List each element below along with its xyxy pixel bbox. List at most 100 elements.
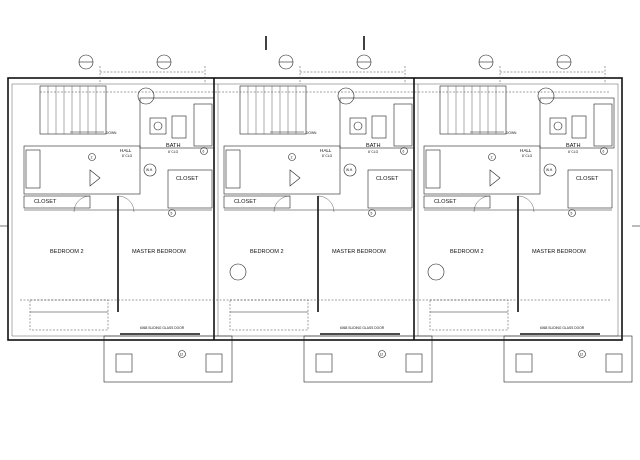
bath-ceiling: 8' CLG xyxy=(168,150,179,154)
exhaust-fan-icon xyxy=(537,87,555,105)
tub-icon xyxy=(193,103,213,147)
bath-tag-icon xyxy=(400,147,408,155)
bath-room xyxy=(539,97,615,149)
stair xyxy=(239,85,307,135)
linen-cabinet xyxy=(25,149,41,189)
bedroom2-label: BEDROOM 2 xyxy=(250,249,284,255)
master-door-swing xyxy=(517,195,535,213)
toilet-bowl-icon xyxy=(553,121,563,131)
sink-icon xyxy=(371,115,387,139)
water-heater-icon xyxy=(143,163,157,177)
closet-bedroom2 xyxy=(223,195,291,209)
linen-cabinet xyxy=(225,149,241,189)
hall-tag-icon xyxy=(288,153,296,161)
stair-treads xyxy=(47,86,97,134)
closet-b-label: CLOSET xyxy=(576,176,599,182)
deck-tag: 12 xyxy=(380,353,384,357)
hall-label: HALL xyxy=(520,148,532,153)
bath-ceiling: 8' CLG xyxy=(368,150,379,154)
smoke-detector-icon xyxy=(89,169,101,187)
smoke-detector-icon xyxy=(289,169,301,187)
deck-post-left xyxy=(115,353,133,373)
stair-down-label: DOWN xyxy=(106,131,117,135)
hall-area xyxy=(423,145,541,195)
unit-1: DOWN BATH 8' CLG 6 HALL 8' CLG 2 W.H. CL… xyxy=(23,54,233,383)
hall-label: HALL xyxy=(320,148,332,153)
closet-b-label: CLOSET xyxy=(376,176,399,182)
stair xyxy=(39,85,107,135)
closet-master xyxy=(367,169,413,209)
water-heater-icon xyxy=(543,163,557,177)
deck-post-left xyxy=(315,353,333,373)
master-label: MASTER BEDROOM xyxy=(532,249,586,255)
closet-bedroom2 xyxy=(423,195,491,209)
toilet-bowl-icon xyxy=(353,121,363,131)
hall-ceiling: 8' CLG xyxy=(322,154,333,158)
master-label: MASTER BEDROOM xyxy=(132,249,186,255)
ceiling-fan-icon xyxy=(229,263,247,281)
bath-tag-icon xyxy=(200,147,208,155)
bedroom2-door-swing xyxy=(473,195,491,213)
bedroom2-door-swing xyxy=(273,195,291,213)
sliding-door-note: 6068 SLIDING GLASS DOOR xyxy=(540,326,585,330)
hall-tag: 2 xyxy=(91,156,93,160)
closet-master xyxy=(167,169,213,209)
bath-tag: 6 xyxy=(603,150,605,154)
toilet-icon xyxy=(149,117,167,135)
hall-area xyxy=(23,145,141,195)
closet-b-label: CLOSET xyxy=(176,176,199,182)
stair-treads xyxy=(247,86,297,134)
toilet-bowl-icon xyxy=(153,121,163,131)
closet-master xyxy=(567,169,613,209)
sliding-door-note: 6068 SLIDING GLASS DOOR xyxy=(140,326,185,330)
water-heater-tag: W.H. xyxy=(546,168,553,172)
closet-a-label: CLOSET xyxy=(234,199,257,205)
deck-post-right xyxy=(605,353,623,373)
hall-tag-icon xyxy=(488,153,496,161)
bath-label: BATH xyxy=(566,143,581,149)
unit-3: DOWN BATH 8' CLG 6 HALL 8' CLG 2 W.H. CL… xyxy=(423,54,633,383)
hall-tag: 2 xyxy=(291,156,293,160)
master-door-swing xyxy=(117,195,135,213)
hall-tag: 2 xyxy=(491,156,493,160)
water-heater-tag: W.H. xyxy=(346,168,353,172)
deck-tag-icon xyxy=(578,350,586,358)
deck-tag-icon xyxy=(378,350,386,358)
bath-label: BATH xyxy=(366,143,381,149)
stair-treads xyxy=(447,86,497,134)
building-outline xyxy=(7,77,623,341)
closet-a-label: CLOSET xyxy=(434,199,457,205)
closet-tag: 5 xyxy=(571,212,573,216)
deck xyxy=(103,335,233,383)
sink-icon xyxy=(571,115,587,139)
hall-label: HALL xyxy=(120,148,132,153)
deck-post-right xyxy=(205,353,223,373)
deck-post-right xyxy=(405,353,423,373)
toilet-icon xyxy=(349,117,367,135)
stair xyxy=(439,85,507,135)
closet-tag: 5 xyxy=(171,212,173,216)
master-label: MASTER BEDROOM xyxy=(332,249,386,255)
water-heater-icon xyxy=(343,163,357,177)
bath-tag: 6 xyxy=(403,150,405,154)
smoke-detector-icon xyxy=(489,169,501,187)
deck xyxy=(503,335,633,383)
closet-a-label: CLOSET xyxy=(34,199,57,205)
stair-down-label: DOWN xyxy=(306,131,317,135)
bedroom2-label: BEDROOM 2 xyxy=(50,249,84,255)
water-heater-tag: W.H. xyxy=(146,168,153,172)
closet-tag: 5 xyxy=(371,212,373,216)
tub-icon xyxy=(393,103,413,147)
closet-tag-icon xyxy=(168,209,176,217)
closet-bedroom2 xyxy=(23,195,91,209)
bath-tag-icon xyxy=(600,147,608,155)
bath-ceiling: 8' CLG xyxy=(568,150,579,154)
closet-tag-icon xyxy=(368,209,376,217)
linen-cabinet xyxy=(425,149,441,189)
bath-label: BATH xyxy=(166,143,181,149)
bedroom2-label: BEDROOM 2 xyxy=(450,249,484,255)
hall-ceiling: 8' CLG xyxy=(522,154,533,158)
deck-tag-icon xyxy=(178,350,186,358)
deck-tag: 12 xyxy=(180,353,184,357)
